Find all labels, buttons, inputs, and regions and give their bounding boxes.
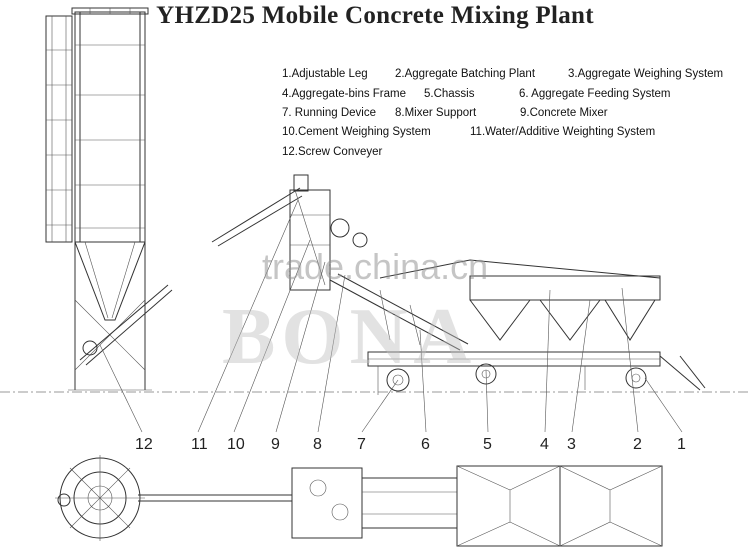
callout-8: 8: [313, 436, 322, 453]
watermark-brand: BONA: [222, 293, 478, 381]
callout-1: 1: [677, 436, 686, 453]
watermark-trade: trade.china.cn: [262, 246, 489, 287]
callout-2: 2: [633, 436, 642, 453]
legend-item-5: 5.Chassis: [424, 88, 475, 100]
callout-4: 4: [540, 436, 549, 453]
callout-5: 5: [483, 436, 492, 453]
legend-item-3: 3.Aggregate Weighing System: [568, 68, 724, 80]
plan-view: [55, 455, 663, 547]
legend-item-1: 1.Adjustable Leg: [282, 68, 368, 80]
callout-9: 9: [271, 436, 280, 453]
callout-10: 10: [227, 436, 245, 453]
callout-3: 3: [567, 436, 576, 453]
callout-6: 6: [421, 436, 430, 453]
legend-item-12: 12.Screw Conveyer: [282, 146, 383, 158]
legend-item-8: 8.Mixer Support: [395, 107, 477, 119]
callout-12: 12: [135, 436, 153, 453]
legend-item-6: 6. Aggregate Feeding System: [519, 88, 671, 100]
batching-plant: [211, 174, 706, 395]
legend-item-7: 7. Running Device: [282, 107, 376, 119]
diagram-title: YHZD25 Mobile Concrete Mixing Plant: [156, 2, 594, 29]
legend-item-10: 10.Cement Weighing System: [282, 126, 431, 138]
leader-lines: [99, 199, 683, 433]
cement-silo: [45, 7, 173, 391]
legend-item-11: 11.Water/Additive Weighting System: [470, 126, 656, 138]
callout-11: 11: [191, 436, 208, 453]
legend-item-4: 4.Aggregate-bins Frame: [282, 88, 407, 100]
legend-item-9: 9.Concrete Mixer: [520, 107, 608, 119]
legend-item-2: 2.Aggregate Batching Plant: [395, 68, 536, 80]
callout-7: 7: [357, 436, 366, 453]
